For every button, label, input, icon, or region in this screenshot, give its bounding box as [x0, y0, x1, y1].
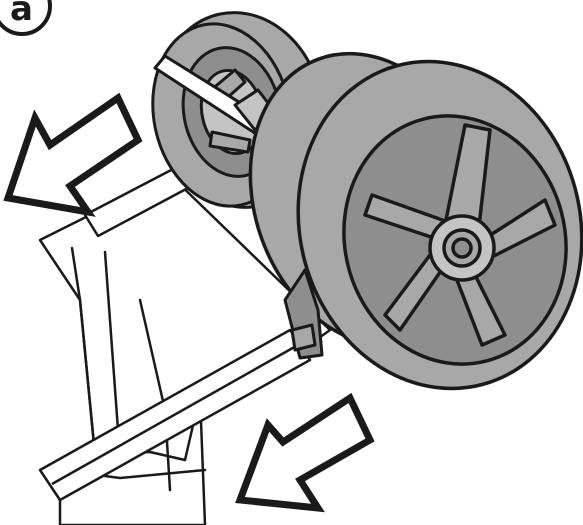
rear-wheel-right-icon — [248, 51, 583, 391]
release-lever — [283, 268, 324, 360]
basket-fold-line — [70, 246, 202, 492]
step-label: a — [10, 0, 33, 29]
wheel-spokes — [363, 123, 557, 347]
arrow-lower-left-icon — [235, 392, 375, 513]
rear-axle-lower — [38, 328, 312, 502]
arrow-upper-left-icon — [3, 92, 143, 217]
